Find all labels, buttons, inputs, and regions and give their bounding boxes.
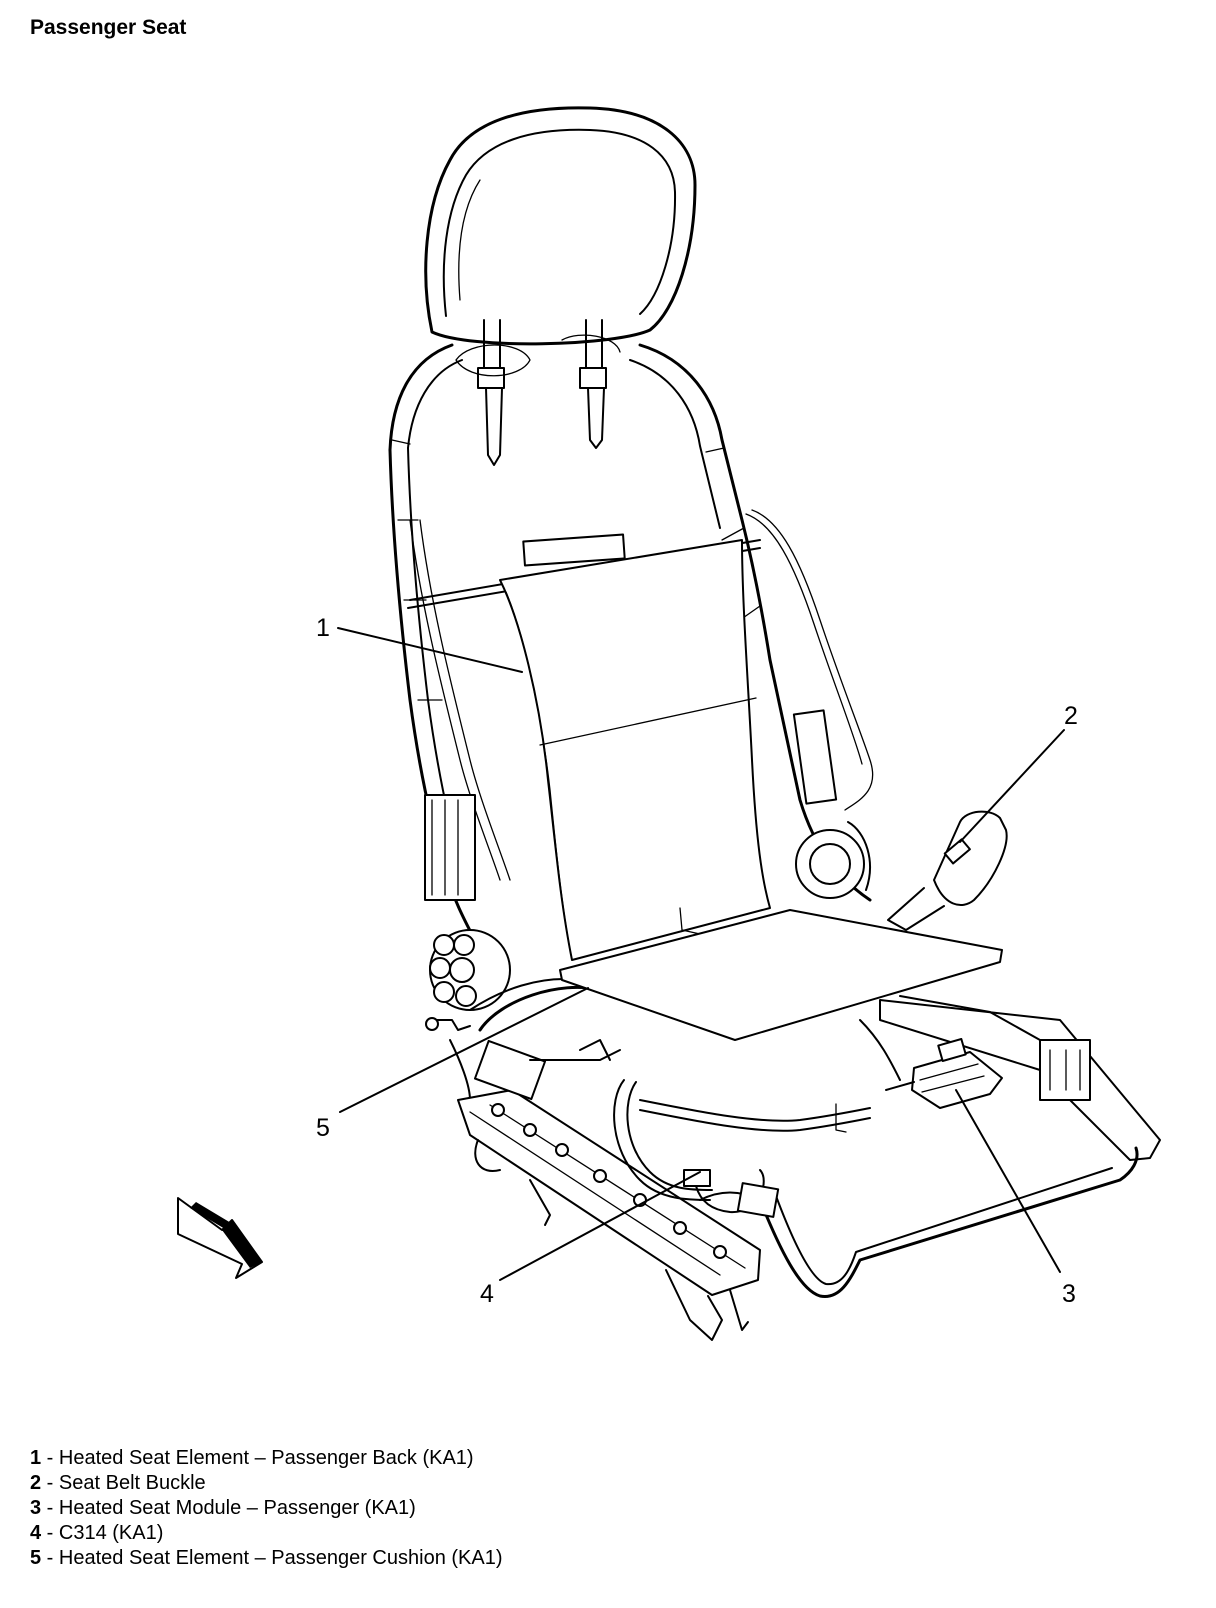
legend: 1 - Heated Seat Element – Passenger Back… [30, 1446, 503, 1571]
wiring-harness [613, 1019, 901, 1201]
callout-5: 5 [316, 1114, 330, 1142]
connector-c314 [683, 1169, 780, 1218]
callout-3: 3 [1062, 1280, 1076, 1308]
heated-seat-module [885, 1038, 1003, 1109]
recliner-right [792, 709, 871, 899]
legend-item: 5 - Heated Seat Element – Passenger Cush… [30, 1547, 503, 1569]
legend-item: 1 - Heated Seat Element – Passenger Back… [30, 1447, 474, 1469]
callout-1: 1 [316, 614, 330, 642]
callout-2: 2 [1064, 702, 1078, 730]
right-seat-track [879, 995, 1161, 1161]
headrest [424, 106, 697, 466]
leader-lines [337, 627, 1065, 1281]
page-title: Passenger Seat [30, 16, 187, 39]
recliner-left [424, 794, 511, 1101]
legend-item: 3 - Heated Seat Module – Passenger (KA1) [30, 1497, 416, 1519]
heated-back-element [499, 539, 771, 961]
heated-cushion-element [559, 909, 1003, 1041]
legend-item: 2 - Seat Belt Buckle [30, 1472, 206, 1494]
left-seat-track [457, 1039, 761, 1341]
seat-diagram: 1 2 3 4 5 [177, 106, 1161, 1341]
forward-arrow-icon [177, 1197, 263, 1279]
seat-belt-buckle [887, 810, 1008, 931]
cross-bar [758, 1146, 1139, 1298]
legend-item: 4 - C314 (KA1) [30, 1522, 164, 1544]
callout-4: 4 [480, 1280, 494, 1308]
